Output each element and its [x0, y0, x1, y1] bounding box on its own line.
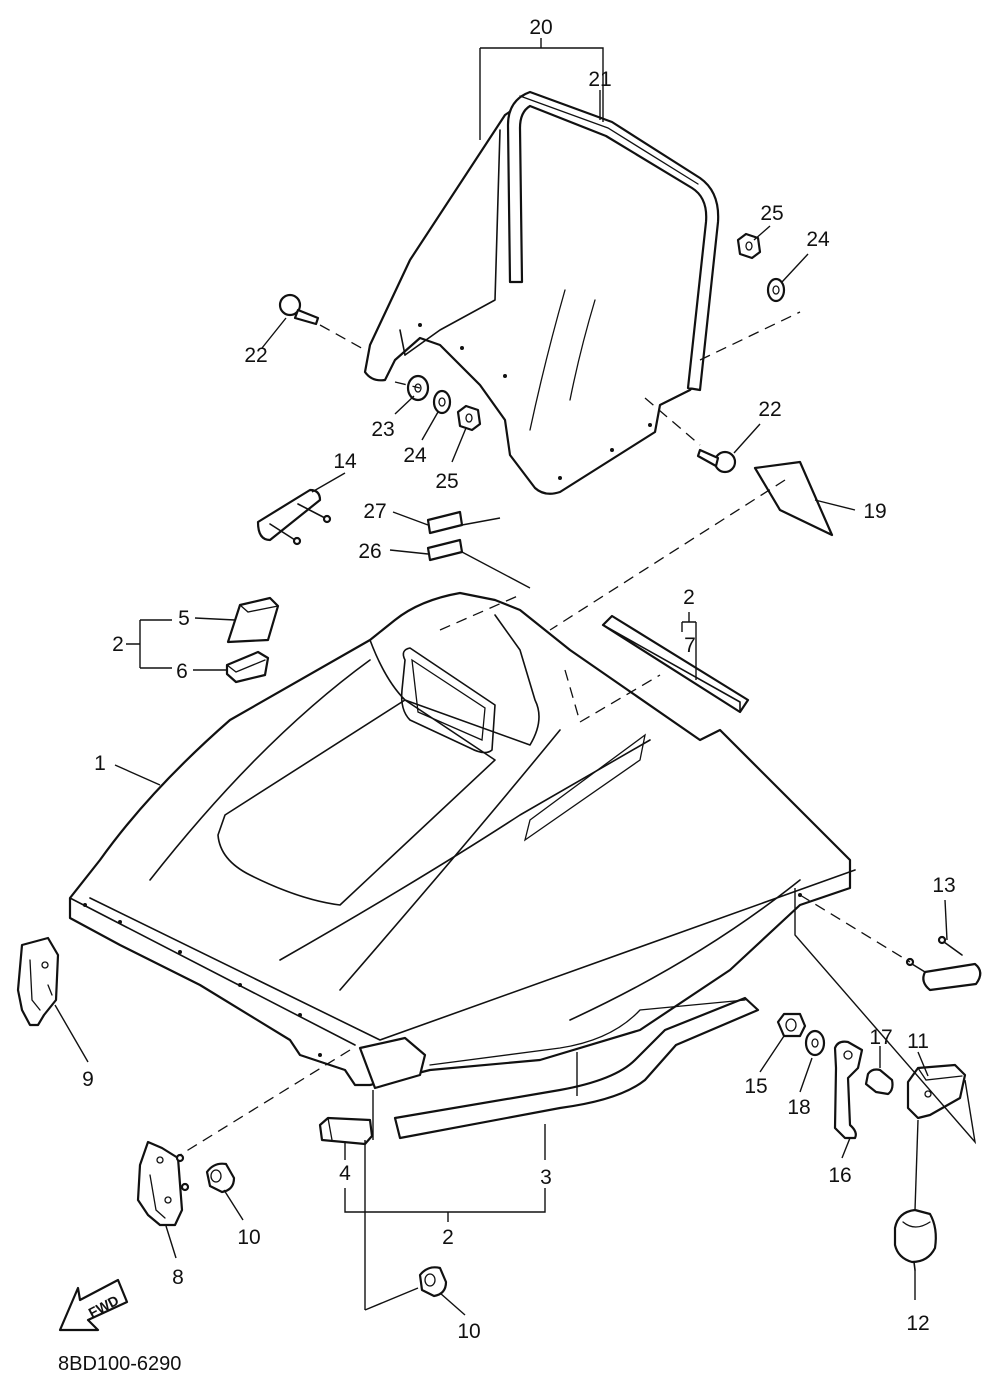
spring-17-part [864, 1068, 894, 1096]
callout-11: 11 [907, 1030, 929, 1053]
grommet-10-lower-part [418, 1266, 448, 1298]
washer-24-lower-part [432, 389, 452, 415]
latch-bracket-11-part [906, 1063, 967, 1120]
callout-7: 7 [684, 634, 696, 657]
callout-23: 23 [371, 418, 394, 441]
callout-27: 27 [363, 500, 386, 523]
callout-18: 18 [787, 1096, 810, 1119]
callout-20: 20 [529, 16, 552, 39]
corner-block-part [318, 1116, 374, 1146]
callout-10-upper: 10 [237, 1226, 260, 1249]
decal-27-part [426, 510, 464, 535]
pin-13-part [905, 935, 982, 992]
nut-25-lower-part [456, 404, 482, 432]
callout-9: 9 [82, 1068, 94, 1091]
callout-19: 19 [863, 500, 886, 523]
grommet-10-upper-part [205, 1162, 236, 1194]
side-bar-part [601, 614, 750, 714]
callout-17: 17 [869, 1026, 892, 1049]
decal-26-part [426, 538, 464, 562]
callout-1: 1 [94, 752, 106, 775]
callout-24-lower: 24 [403, 444, 427, 467]
hood-part [68, 591, 856, 1090]
callout-10-lower: 10 [457, 1320, 480, 1343]
alignment-lines [179, 311, 911, 1156]
callout-25-lower: 25 [435, 470, 458, 493]
forward-direction-arrow: FWD [58, 1278, 129, 1332]
windshield-seal-part [506, 90, 720, 392]
screw-22-right-part [696, 448, 737, 474]
callout-16: 16 [828, 1164, 851, 1187]
knob-12-part [893, 1208, 937, 1271]
callout-8: 8 [172, 1266, 184, 1289]
callout-22-right: 22 [758, 398, 781, 421]
label-plate-part [753, 460, 834, 537]
callout-2-left: 2 [112, 633, 124, 656]
callout-6: 6 [176, 660, 188, 683]
pad-5-part [226, 596, 280, 644]
callout-3: 3 [540, 1166, 552, 1189]
callout-26: 26 [358, 540, 381, 563]
callout-14: 14 [333, 450, 357, 473]
drawing-code: 8BD100-6290 [58, 1353, 181, 1375]
callout-24-upper: 24 [806, 228, 830, 251]
callout-2-bottom: 2 [442, 1226, 454, 1249]
screw-22-left-part [278, 293, 320, 326]
collar-15-part [776, 1012, 807, 1038]
callout-2-top: 2 [683, 586, 695, 609]
callout-5: 5 [178, 607, 190, 630]
pad-6-part [225, 650, 270, 684]
washer-18-part [804, 1029, 826, 1057]
callout-labels: 20 21 25 24 22 23 24 25 22 14 27 26 19 2… [82, 16, 956, 1343]
leader-lines [54, 38, 977, 1316]
latch-lever-16-part [833, 1040, 864, 1140]
hinge-plate-9-part [16, 936, 60, 1027]
callout-15: 15 [744, 1075, 767, 1098]
callout-4: 4 [339, 1162, 351, 1185]
callout-21: 21 [588, 68, 611, 91]
callout-12: 12 [906, 1312, 929, 1335]
washer-24-upper-part [766, 277, 786, 303]
reinforcement-bar-part [393, 996, 760, 1140]
hinge-bracket-part [256, 488, 332, 546]
hinge-plate-8-part [136, 1140, 190, 1227]
callout-25-upper: 25 [760, 202, 783, 225]
windshield-part [363, 96, 717, 495]
callout-22-left: 22 [244, 344, 267, 367]
callout-13: 13 [932, 874, 955, 897]
